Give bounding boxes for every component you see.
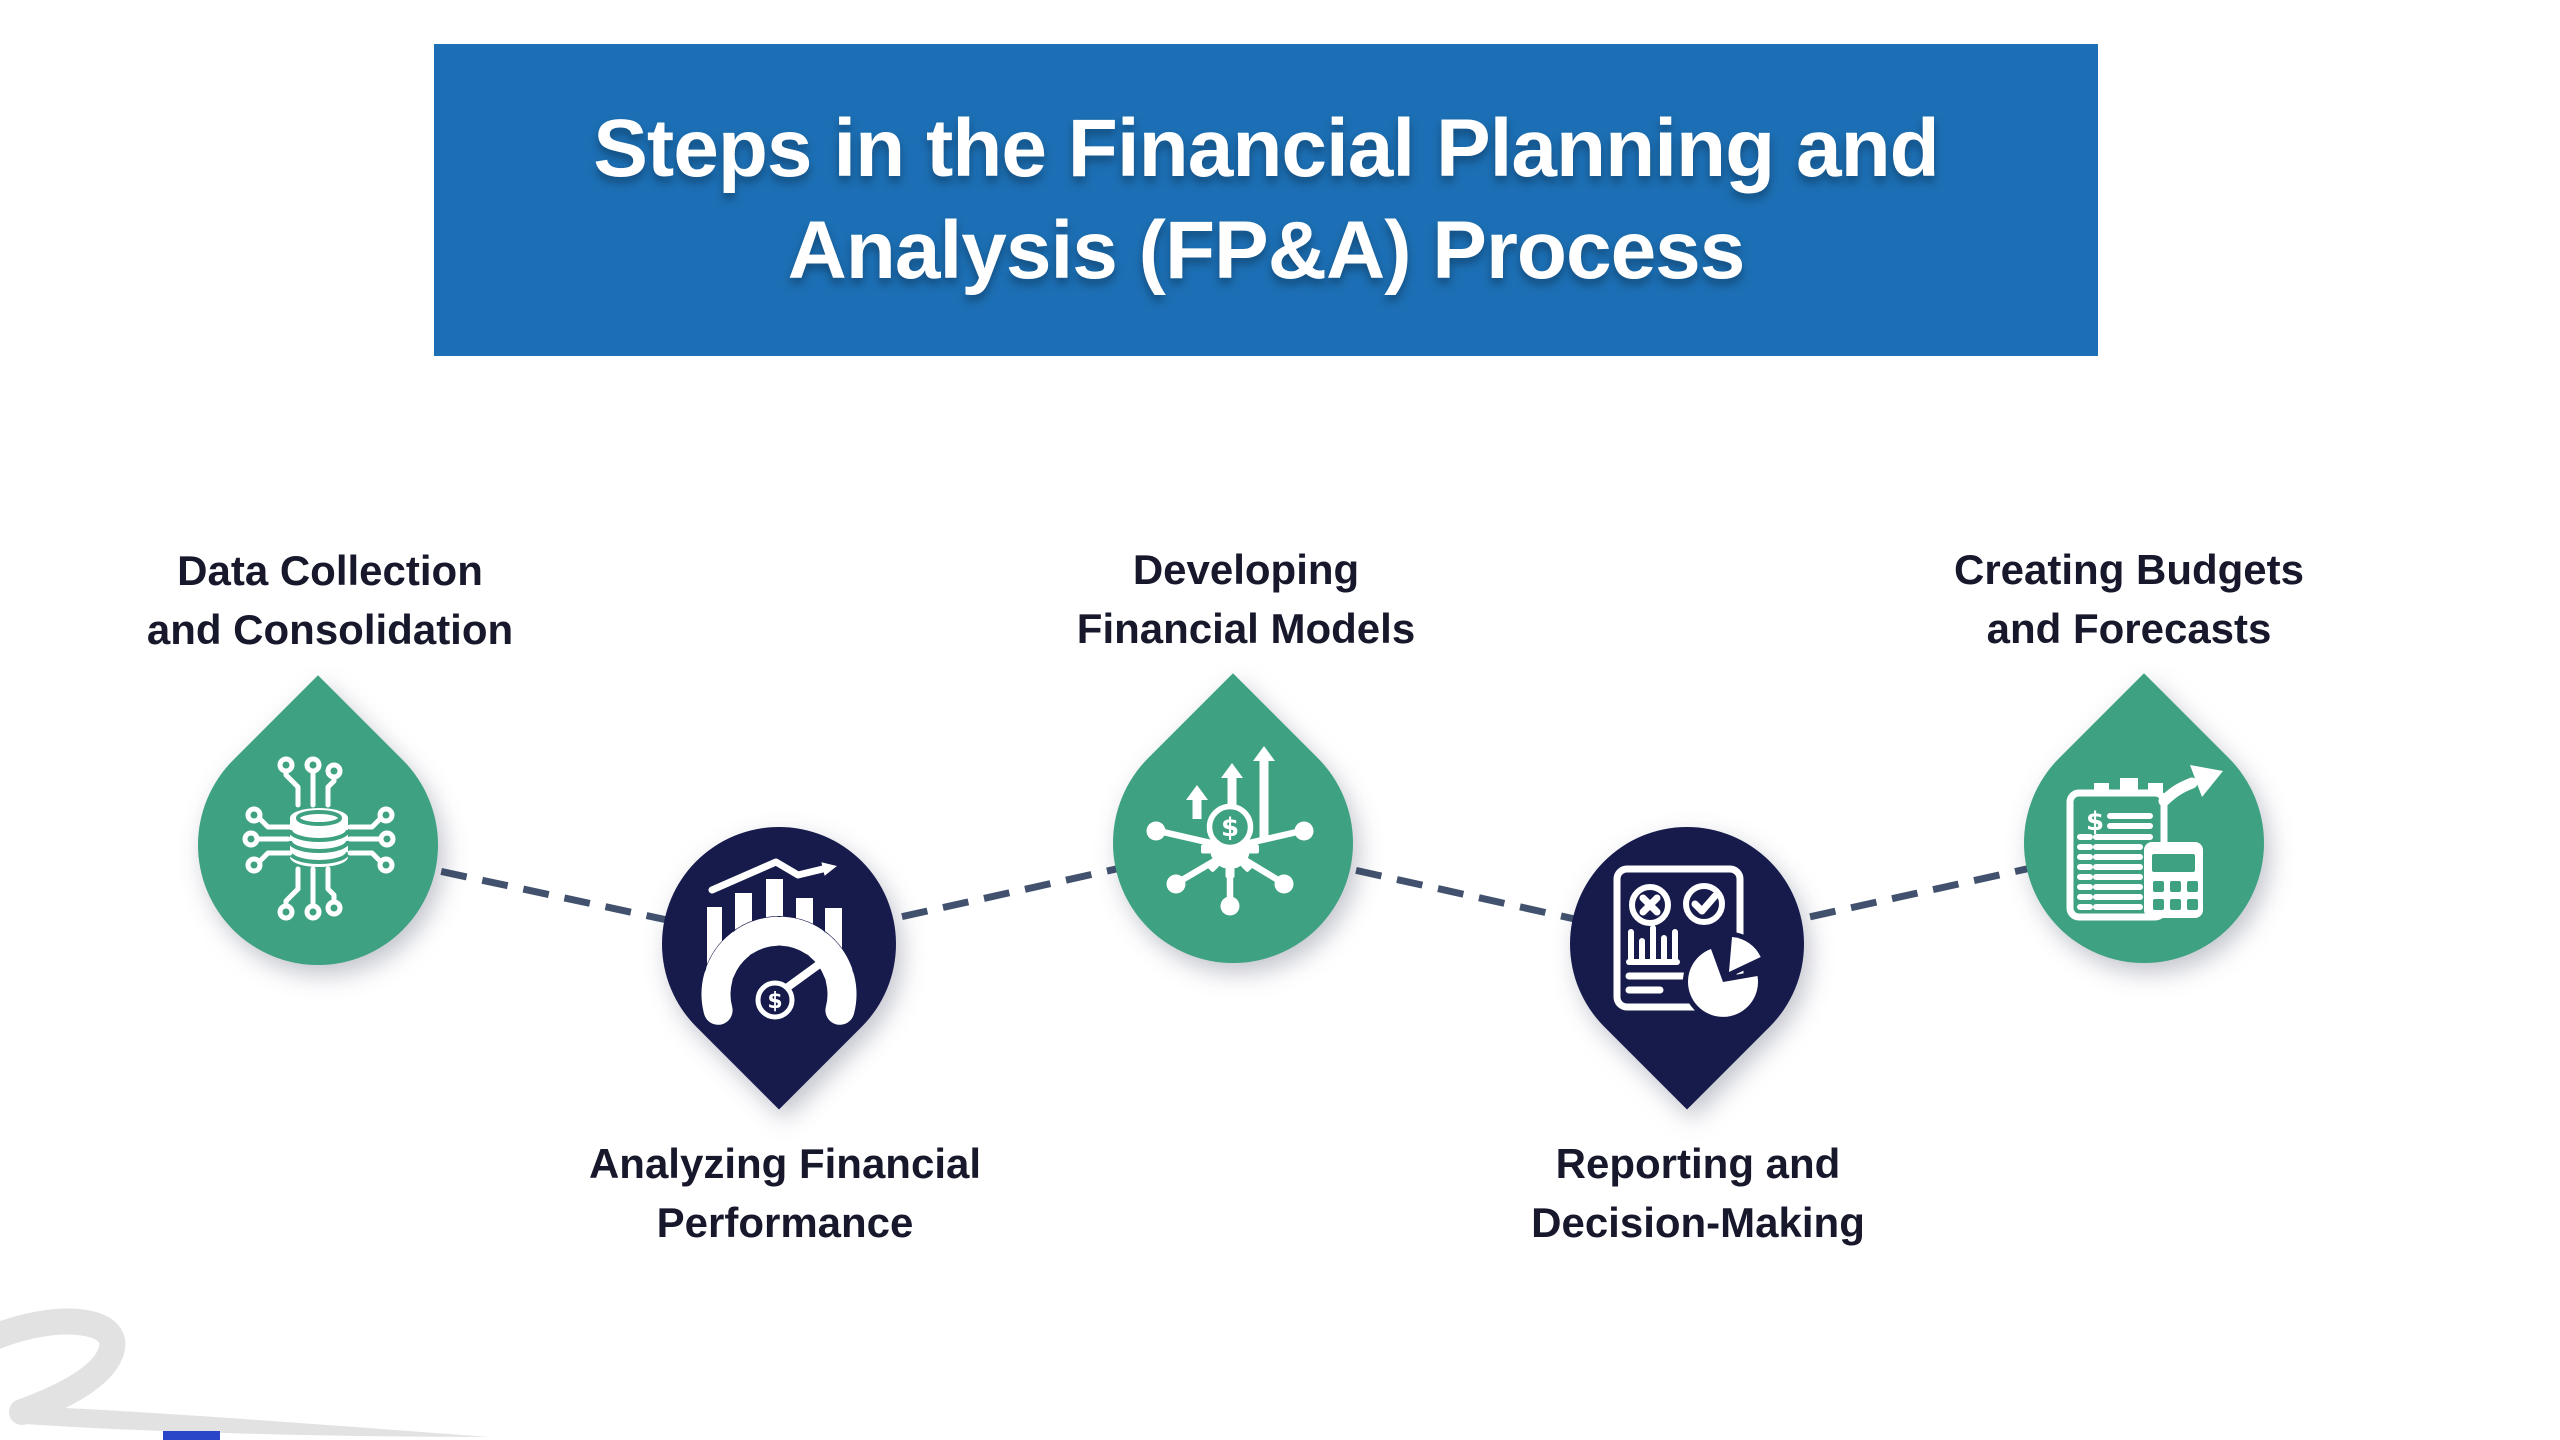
budget-calculator-icon: $ xyxy=(2066,765,2223,921)
trend-line xyxy=(708,858,831,894)
page-title-line1: Steps in the Financial Planning and xyxy=(593,103,1940,194)
step-label-2: Analyzing Financial Performance xyxy=(485,1134,1085,1252)
step-drop-5: $ xyxy=(2024,673,2264,964)
trend-arrowhead xyxy=(821,862,837,876)
mini-bar-chart xyxy=(1626,925,1680,965)
step-label-3-line1: Developing xyxy=(1132,546,1360,593)
svg-text:$: $ xyxy=(767,989,782,1014)
x-badge xyxy=(1629,884,1671,926)
pie-chart xyxy=(1683,932,1766,1022)
video-progress-bar xyxy=(163,1431,220,1440)
step-label-2-line1: Analyzing Financial xyxy=(588,1140,982,1187)
report-piechart-icon xyxy=(1613,865,1766,1022)
dollar-coin xyxy=(1206,803,1254,851)
step-drop-3: $ xyxy=(1113,673,1353,964)
step-drop-4 xyxy=(1570,826,1804,1110)
calculator xyxy=(2144,842,2203,918)
gauge-arc xyxy=(701,916,857,1025)
brush-squiggle-decoration xyxy=(0,1308,126,1425)
step-label-1-line1: Data Collection xyxy=(177,547,483,594)
step-label-4-line2: Decision-Making xyxy=(1531,1199,1865,1246)
page-title-line2: Analysis (FP&A) Process xyxy=(787,205,1746,296)
gauge-performance-icon: $ xyxy=(701,858,857,1072)
svg-text:$: $ xyxy=(1221,813,1239,843)
step-label-3-line2: Financial Models xyxy=(1076,605,1416,652)
title-banner: Steps in the Financial Planning and Anal… xyxy=(434,44,2098,356)
step-label-5-line2: and Forecasts xyxy=(1986,605,2272,652)
step-label-1-line2: and Consolidation xyxy=(146,606,514,653)
step-label-3: Developing Financial Models xyxy=(946,540,1546,658)
database-circuit-icon xyxy=(242,756,396,921)
clipboard-clip xyxy=(2094,778,2163,794)
budget-list-lines xyxy=(2077,813,2153,910)
dollar-coin xyxy=(755,980,795,1020)
step-label-5-line1: Creating Budgets xyxy=(1953,546,2305,593)
financial-model-icon: $ xyxy=(1146,746,1314,916)
step-label-2-line2: Performance xyxy=(656,1199,914,1246)
step-drop-2: $ xyxy=(662,826,896,1110)
growth-arrows xyxy=(1186,746,1275,839)
step-drop-1 xyxy=(198,675,438,966)
step-label-4-line1: Reporting and xyxy=(1555,1140,1841,1187)
check-badge xyxy=(1683,883,1725,925)
step-label-5: Creating Budgets and Forecasts xyxy=(1829,540,2429,658)
brush-squiggle-tail xyxy=(25,1406,490,1437)
step-label-4: Reporting and Decision-Making xyxy=(1398,1134,1998,1252)
text-lines xyxy=(1625,972,1687,994)
growth-arrow xyxy=(2158,765,2223,807)
step-label-1: Data Collection and Consolidation xyxy=(30,541,630,659)
svg-text:$: $ xyxy=(2086,807,2104,837)
